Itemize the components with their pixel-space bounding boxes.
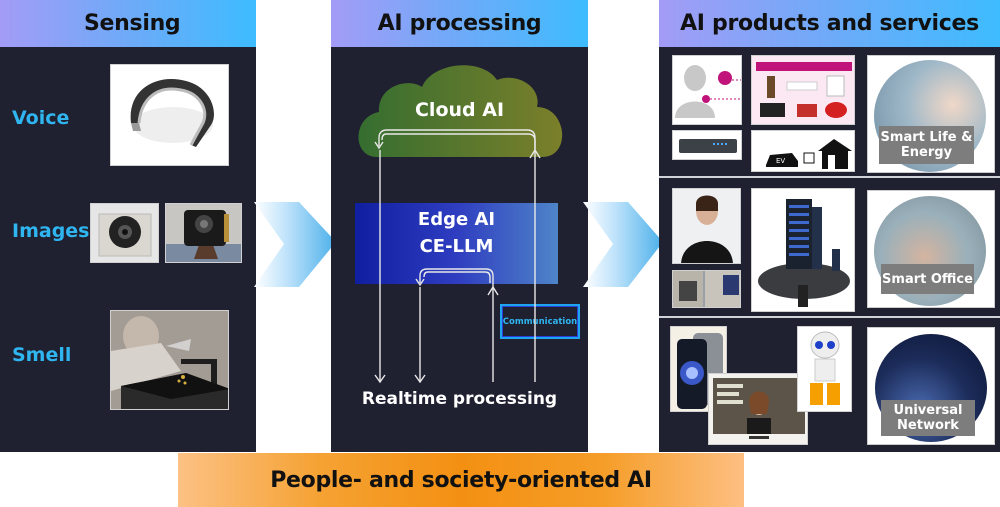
cloud-ai-label: Cloud AI xyxy=(414,99,505,121)
odor-sensor-image xyxy=(110,310,229,410)
smart-office-card: Smart Office xyxy=(867,190,995,308)
smartphone xyxy=(670,326,727,412)
camera-module-icon xyxy=(98,213,152,257)
robot-phone xyxy=(797,326,852,412)
sensing-label-images: Images xyxy=(12,220,90,242)
warehouse-icon xyxy=(673,271,740,307)
neck-speaker-image xyxy=(110,64,229,166)
tv-ai-avatar xyxy=(708,373,808,445)
row-divider xyxy=(659,176,1000,178)
odor-sensor-icon xyxy=(111,311,228,409)
realtime-processing-label: Realtime processing xyxy=(361,389,558,409)
communication-box: Communication xyxy=(500,304,580,339)
neck-speaker-icon xyxy=(130,79,214,147)
smart-life-energy-card: Smart Life &Energy xyxy=(867,55,995,173)
processing-header: AI processing xyxy=(331,0,588,47)
building-icon xyxy=(758,199,850,307)
tv-icon xyxy=(713,378,805,439)
router-icon xyxy=(679,139,737,153)
warehouse-photos xyxy=(672,270,741,308)
camera-sensor-icon xyxy=(166,210,241,262)
home-appliances xyxy=(751,55,855,125)
flow-arrow-processing-to-products xyxy=(583,202,663,287)
ev-charging-icon: EV xyxy=(766,139,852,169)
svg-text:EV: EV xyxy=(776,157,785,165)
router-device xyxy=(672,130,742,160)
ai-avatar-person xyxy=(672,188,741,264)
sensing-label-voice: Voice xyxy=(12,107,70,129)
products-header: AI products and services xyxy=(659,0,1000,47)
person-voice-icon xyxy=(675,65,741,118)
sensing-label-smell: Smell xyxy=(12,344,72,366)
person-avatar-icon xyxy=(681,195,733,263)
camera-module-image-2 xyxy=(165,203,242,263)
smart-life-energy-tag: Smart Life &Energy xyxy=(879,126,974,164)
sensing-header: Sensing xyxy=(0,0,256,47)
ce-llm-label: CE-LLM xyxy=(419,236,494,257)
smart-building-model xyxy=(751,188,855,312)
robot-icon xyxy=(810,331,840,405)
voice-assistant-diagram xyxy=(672,55,742,125)
flow-arrow-sensing-to-processing xyxy=(254,202,336,287)
people-society-ai-banner: People- and society-oriented AI xyxy=(178,453,744,507)
appliances-icon xyxy=(756,62,852,118)
edge-ai-label: Edge AI xyxy=(417,209,496,230)
ev-v2h-home: EV xyxy=(751,130,855,172)
smart-office-tag: Smart Office xyxy=(881,264,974,294)
row-divider xyxy=(659,316,1000,318)
smartphone-icon xyxy=(677,333,723,409)
camera-module-image-1 xyxy=(90,203,159,263)
